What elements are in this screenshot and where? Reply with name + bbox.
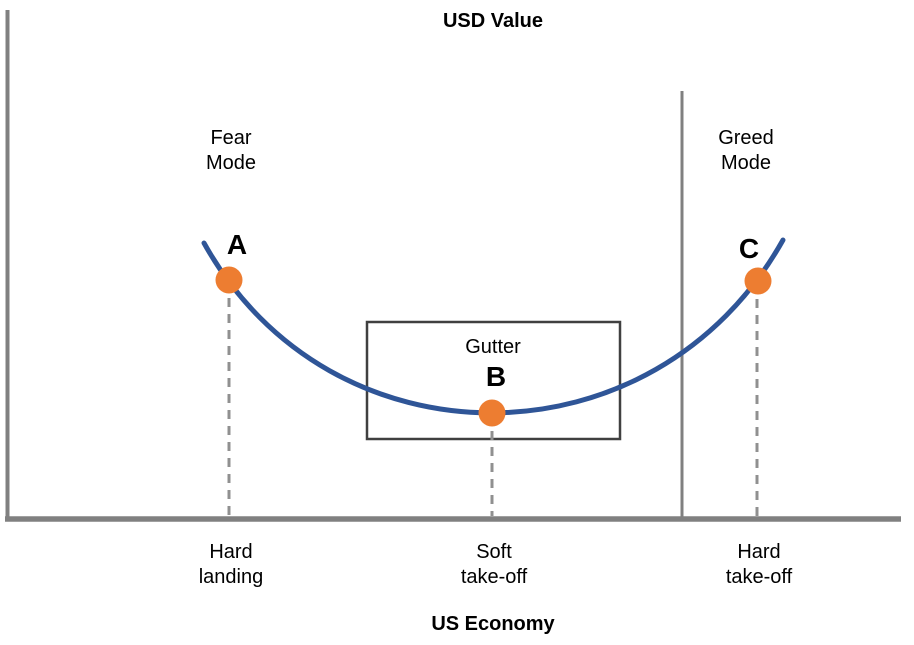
point-b-label: B — [485, 361, 507, 392]
x-label-hard-takeoff: Hard take-off — [726, 540, 792, 590]
fear-mode-line2: Mode — [205, 152, 257, 174]
gutter-label: Gutter — [465, 336, 521, 358]
x-axis-title: US Economy — [431, 613, 555, 635]
point-c-label: C — [738, 233, 760, 264]
point-a-label: A — [226, 229, 248, 260]
greed-mode-line1: Greed — [718, 127, 774, 149]
x-label-soft-takeoff-line1: Soft — [476, 541, 512, 563]
x-label-hard-landing-line1: Hard — [209, 541, 253, 563]
fear-mode-line1: Fear — [210, 127, 252, 149]
point-b-marker — [478, 399, 506, 427]
greed-mode-label: Greed Mode — [718, 126, 774, 176]
x-label-hard-landing: Hard landing — [199, 540, 264, 590]
point-c-marker — [744, 267, 772, 295]
y-axis-title: USD Value — [442, 10, 544, 32]
x-label-hard-takeoff-line1: Hard — [737, 541, 781, 563]
greed-mode-line2: Mode — [720, 152, 772, 174]
fear-mode-label: Fear Mode — [206, 126, 256, 176]
x-label-hard-landing-line2: landing — [198, 566, 264, 588]
point-a-marker — [215, 266, 243, 294]
x-label-soft-takeoff-line2: take-off — [460, 566, 528, 588]
x-label-hard-takeoff-line2: take-off — [725, 566, 793, 588]
x-label-soft-takeoff: Soft take-off — [461, 540, 527, 590]
